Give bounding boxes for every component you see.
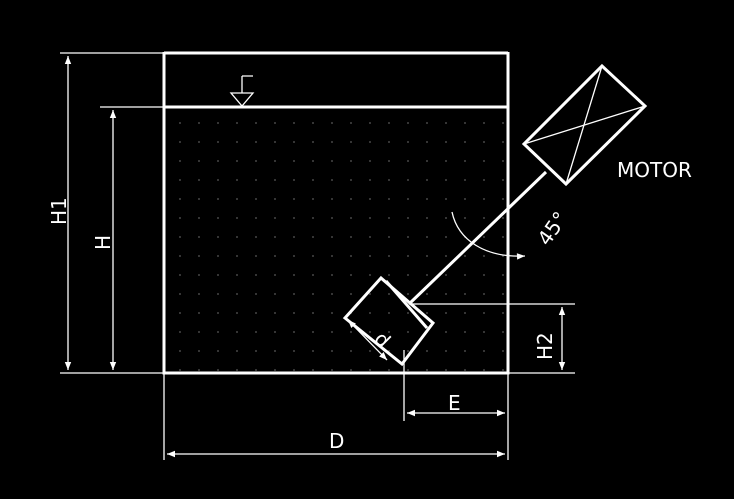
liquid-level-icon [229, 75, 255, 108]
h1-label: H1 [47, 197, 71, 225]
motor [521, 63, 648, 187]
h2-label: H2 [533, 332, 557, 360]
h1-dimension: H1 [47, 52, 164, 374]
impeller [342, 275, 436, 367]
fluid-region [165, 108, 508, 373]
angle-arc [451, 211, 526, 260]
e-label: E [448, 391, 461, 415]
angle-label: 45° [532, 207, 572, 250]
tank [162, 51, 510, 375]
h-dimension: H [91, 106, 164, 370]
d-label: D [329, 429, 344, 453]
d-dimension: D [163, 373, 509, 460]
h2-dimension: H2 [409, 303, 575, 374]
motor-label: MOTOR [617, 158, 692, 182]
shaft [407, 170, 548, 306]
h-label: H [91, 235, 115, 250]
e-dimension: E [403, 350, 509, 421]
